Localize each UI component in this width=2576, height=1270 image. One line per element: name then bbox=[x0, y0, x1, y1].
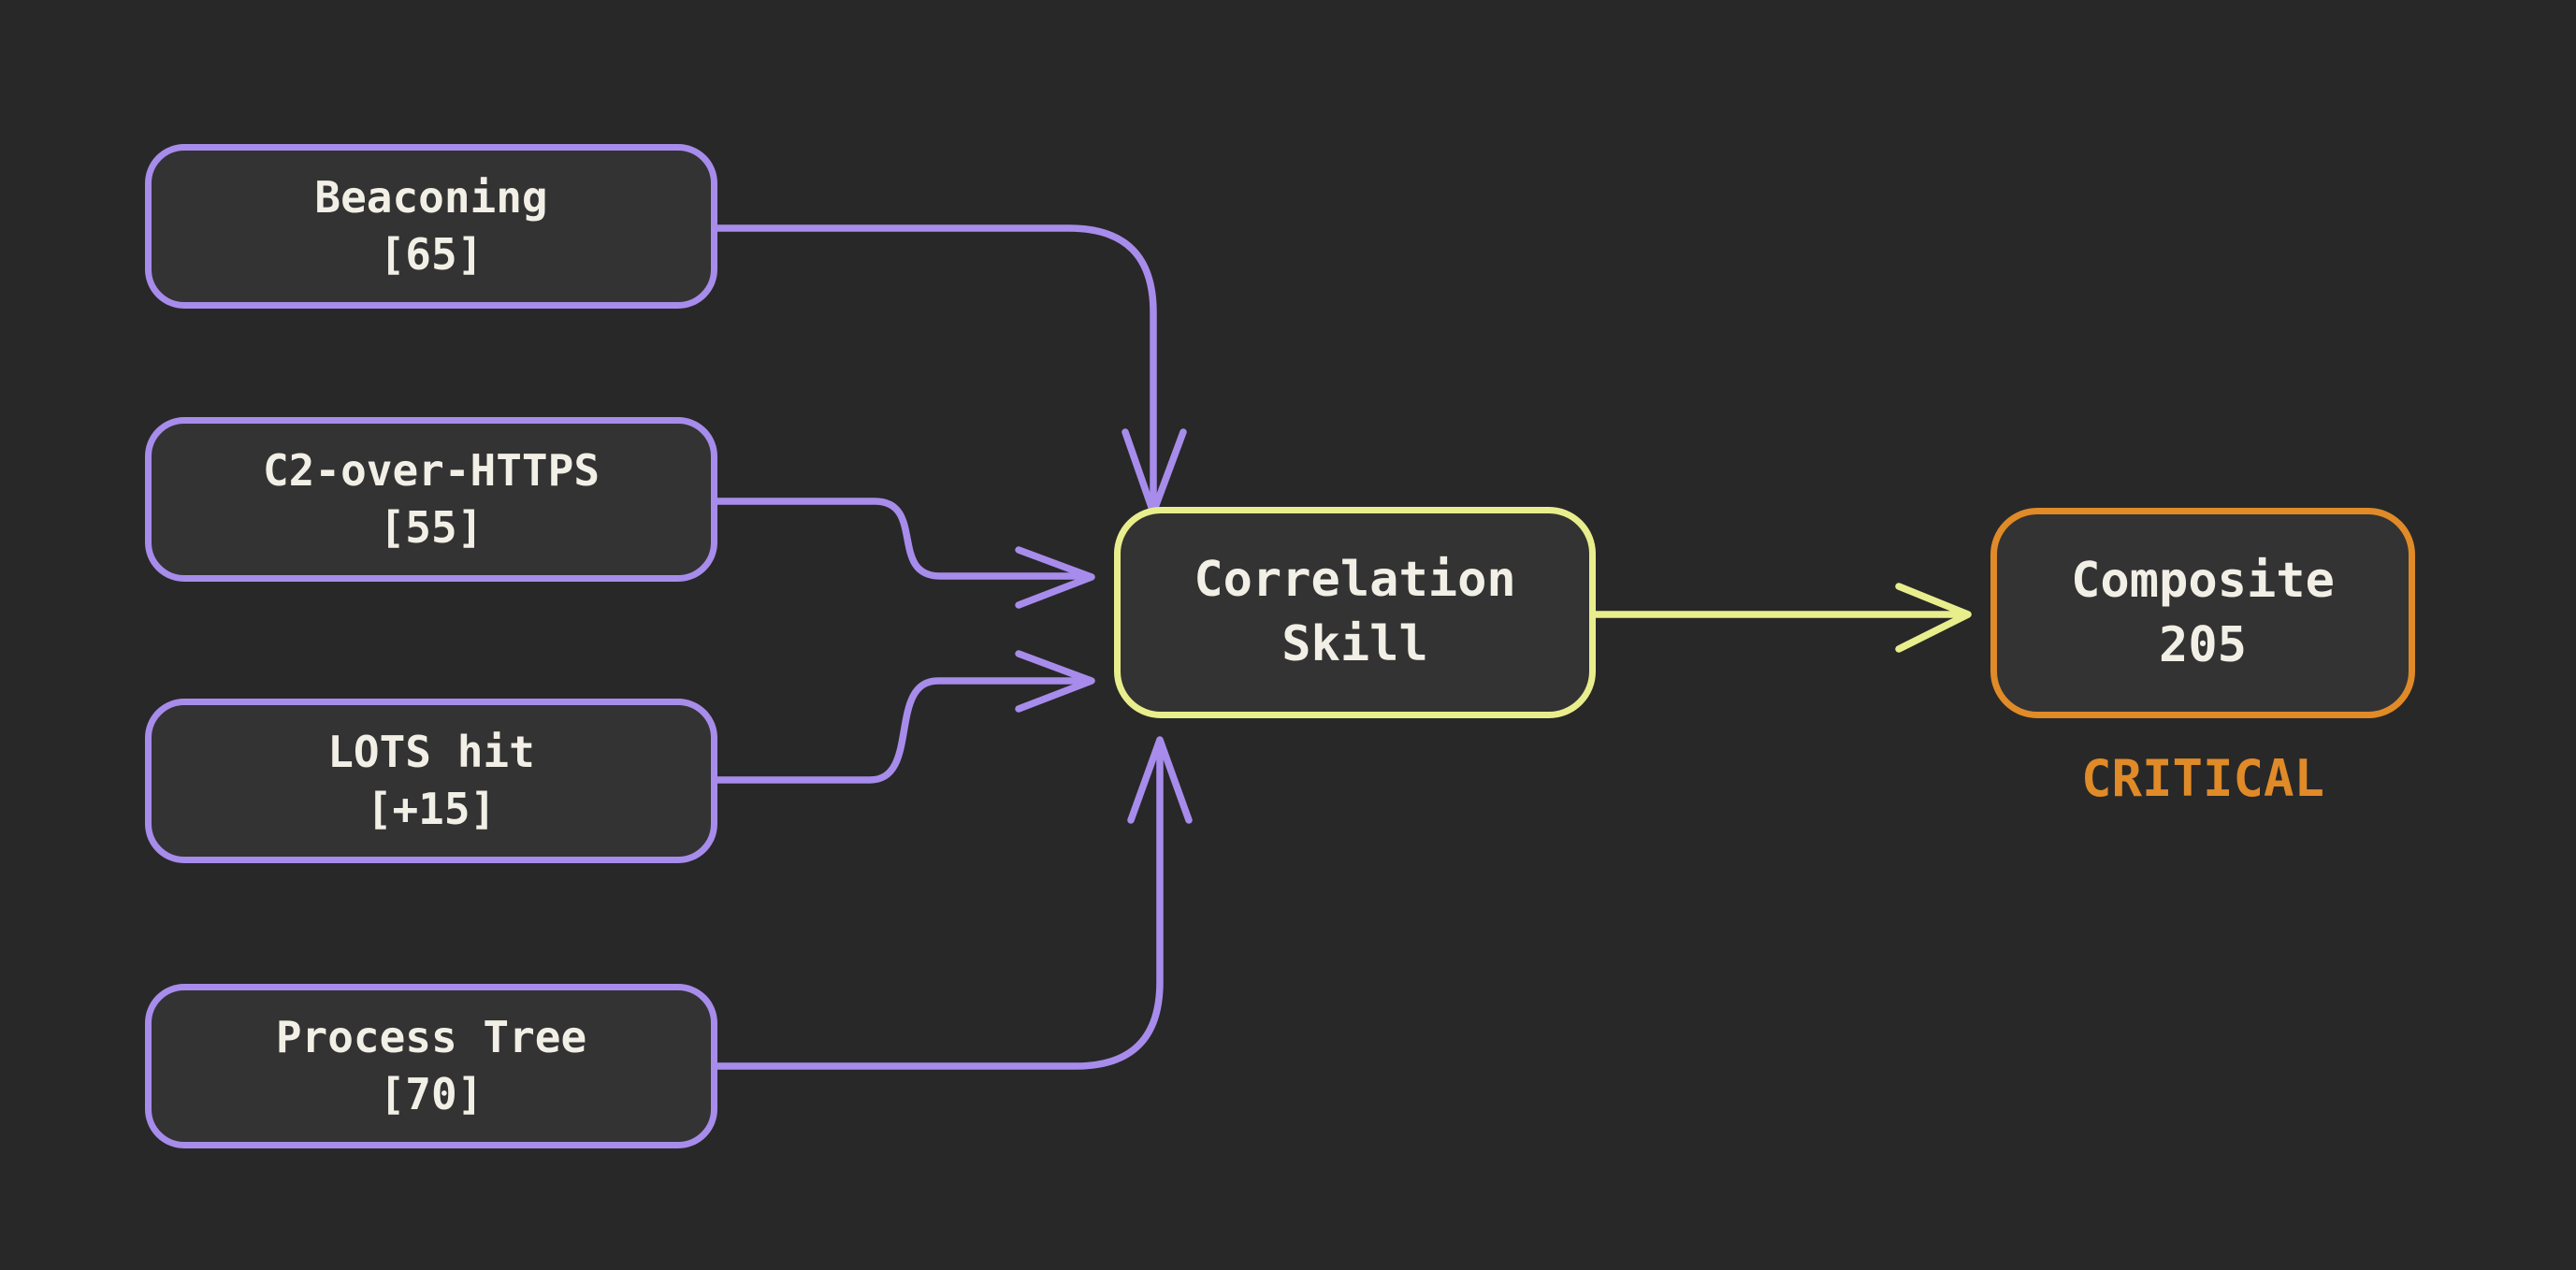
node-score-line: 205 bbox=[2159, 616, 2247, 673]
node-composite: Composite 205 bbox=[1990, 508, 2415, 718]
node-beaconing: Beaconing [65] bbox=[145, 144, 717, 309]
node-label-line: C2-over-HTTPS bbox=[262, 445, 601, 496]
arrow-shaft bbox=[714, 738, 1164, 1070]
node-label-line: Composite bbox=[2071, 552, 2335, 609]
node-label-line: Skill bbox=[1281, 616, 1428, 672]
arrow-shaft bbox=[714, 677, 1092, 784]
node-lots-hit: LOTS hit [+15] bbox=[145, 699, 717, 863]
node-process-tree: Process Tree [70] bbox=[145, 984, 717, 1148]
arrow-beaconing-to-correlation bbox=[714, 224, 1187, 516]
node-label-line: Beaconing bbox=[314, 172, 548, 223]
node-c2-over-https: C2-over-HTTPS [55] bbox=[145, 417, 717, 582]
arrow-shaft bbox=[714, 224, 1157, 514]
arrowhead-right-icon bbox=[1015, 546, 1095, 609]
arrow-c2-to-correlation bbox=[714, 498, 1095, 609]
severity-label: CRITICAL bbox=[2080, 749, 2325, 808]
node-score-line: [+15] bbox=[366, 784, 497, 834]
arrow-lots-to-correlation bbox=[714, 650, 1095, 784]
node-label-line: LOTS hit bbox=[327, 727, 535, 777]
arrow-process-tree-to-correlation bbox=[714, 736, 1193, 1070]
node-score-line: [70] bbox=[379, 1069, 484, 1119]
node-label-line: Process Tree bbox=[275, 1012, 587, 1062]
arrowhead-up-icon bbox=[1127, 736, 1193, 824]
arrow-correlation-to-composite bbox=[1592, 583, 1972, 653]
arrowhead-right-icon bbox=[1895, 583, 1972, 653]
node-label-line: Correlation bbox=[1194, 552, 1516, 608]
node-score-line: [65] bbox=[379, 229, 484, 280]
node-correlation-skill: Correlation Skill bbox=[1114, 507, 1596, 718]
arrowhead-right-icon bbox=[1015, 650, 1095, 713]
arrow-shaft bbox=[714, 498, 1092, 580]
node-score-line: [55] bbox=[379, 502, 484, 553]
